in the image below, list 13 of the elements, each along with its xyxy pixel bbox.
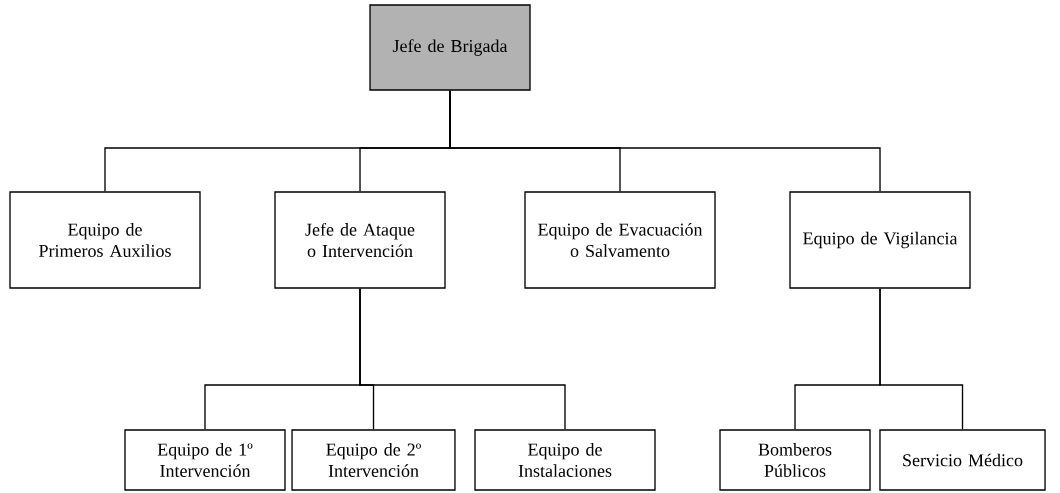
org-box: Equipo de 2º Intervención [291, 429, 456, 491]
org-box: Equipo de 1º Intervención [124, 429, 286, 491]
org-box: Jefe de Ataque o Intervención [274, 191, 446, 289]
org-box: Equipo de Instalaciones [474, 429, 656, 491]
org-box: Equipo de Evacuación o Salvamento [524, 191, 716, 289]
org-box: Jefe de Brigada [369, 4, 531, 91]
connector-line [449, 90, 881, 192]
connector-line [359, 288, 566, 430]
org-box: Servicio Médico [879, 429, 1046, 491]
connector-line [879, 288, 964, 430]
org-box: Equipo de Primeros Auxilios [9, 191, 201, 289]
org-box: Equipo de Vigilancia [789, 191, 971, 289]
org-box: Bomberos Públicos [719, 429, 871, 491]
